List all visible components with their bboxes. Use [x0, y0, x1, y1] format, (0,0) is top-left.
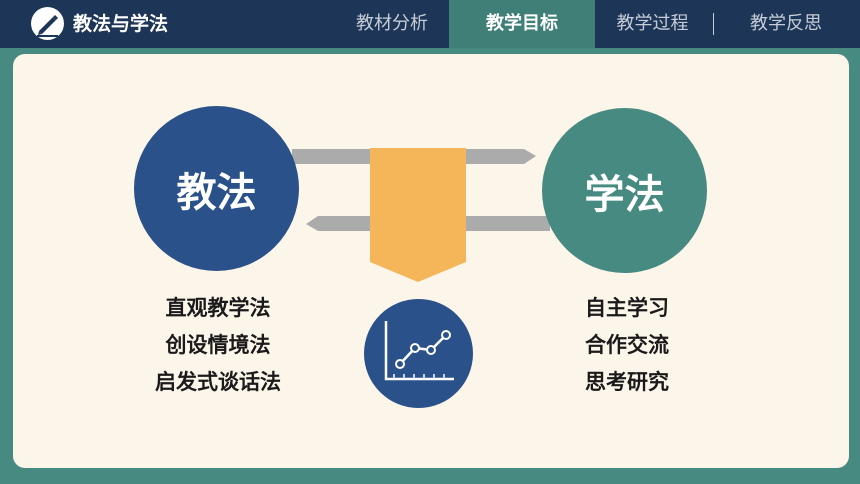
teaching-method-item: 创设情境法 — [165, 333, 271, 357]
learning-method-item: 合作交流 — [585, 333, 669, 357]
pen-book-icon — [31, 7, 64, 40]
tab-teaching-reflection[interactable]: 教学反思 — [750, 13, 822, 34]
learning-method-item: 自主学习 — [585, 296, 669, 320]
learning-method-item: 思考研究 — [585, 370, 669, 394]
line-chart-icon — [364, 299, 473, 408]
tab-teaching-material-analysis[interactable]: 教材分析 — [356, 13, 428, 34]
teaching-method-circle: 教法 — [134, 106, 299, 271]
teaching-method-item: 启发式谈话法 — [155, 370, 281, 394]
learning-methods-list: 自主学习 合作交流 思考研究 — [562, 290, 692, 401]
tab-divider — [713, 13, 714, 35]
learning-method-circle: 学法 — [542, 108, 707, 273]
teaching-methods-list: 直观教学法 创设情境法 启发式谈话法 — [120, 290, 316, 401]
tab-teaching-process[interactable]: 教学过程 — [616, 13, 689, 34]
top-bar: 教法与学法 教材分析 教学目标 教学过程 教学反思 — [0, 0, 860, 48]
app-title: 教法与学法 — [73, 13, 169, 35]
teaching-method-label: 教法 — [176, 169, 257, 216]
teaching-method-item: 直观教学法 — [165, 296, 271, 320]
center-ribbon — [370, 148, 466, 282]
learning-method-label: 学法 — [584, 171, 665, 218]
tab-teaching-goals[interactable]: 教学目标 — [449, 0, 595, 48]
